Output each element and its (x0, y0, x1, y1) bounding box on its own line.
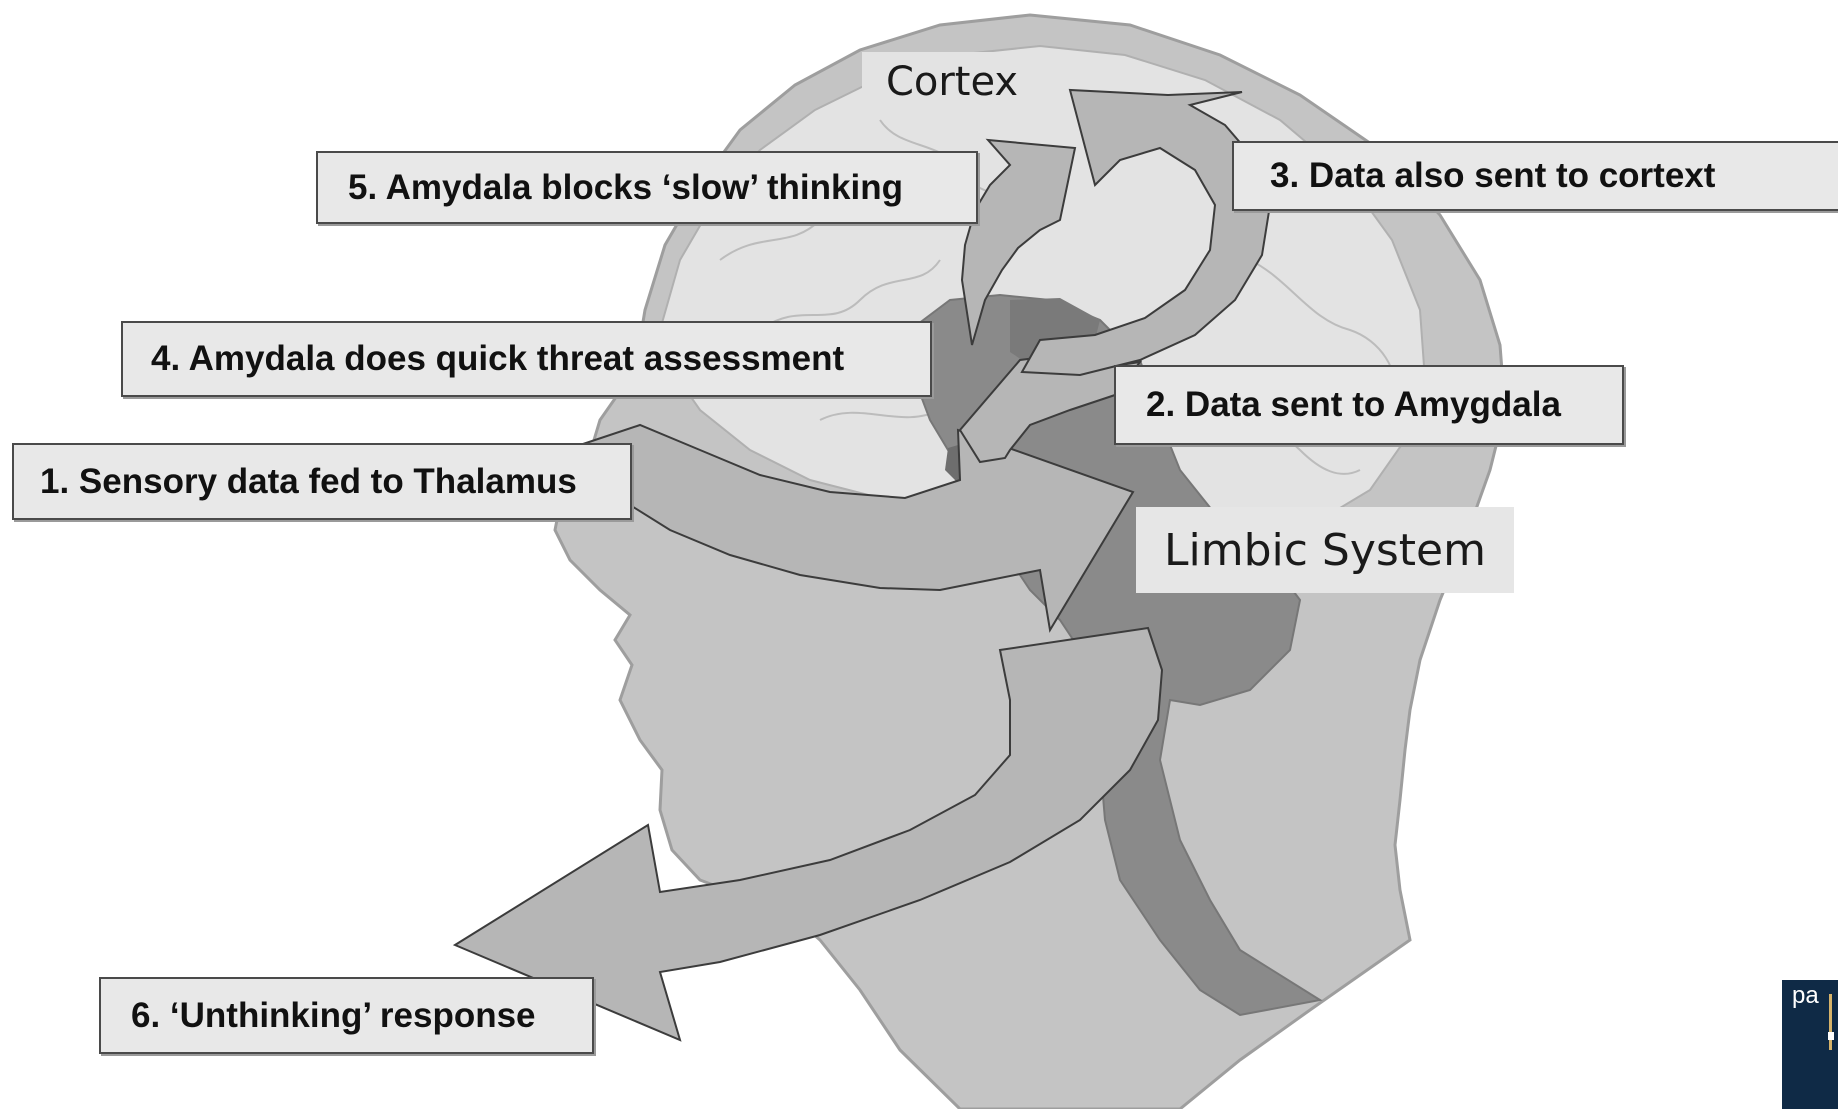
logo-accent-bar (1829, 994, 1832, 1050)
step3-label: 3. Data also sent to cortext (1232, 141, 1838, 211)
limbic-system-label: Limbic System (1136, 507, 1514, 593)
step1-label: 1. Sensory data fed to Thalamus (12, 443, 632, 520)
step5-label: 5. Amydala blocks ‘slow’ thinking (316, 151, 978, 224)
step4-label: 4. Amydala does quick threat assessment (121, 321, 932, 397)
step6-label: 6. ‘Unthinking’ response (99, 977, 594, 1054)
arrow-step3 (1020, 88, 1272, 377)
cortex-label: Cortex (862, 52, 1042, 112)
logo-accent-dot (1828, 1032, 1834, 1040)
step2-label: 2. Data sent to Amygdala (1114, 365, 1624, 445)
corner-logo: pa (1782, 980, 1838, 1109)
arrow-step5 (960, 138, 1077, 346)
arrow-step1 (578, 423, 1135, 633)
logo-text: pa (1792, 982, 1819, 1009)
